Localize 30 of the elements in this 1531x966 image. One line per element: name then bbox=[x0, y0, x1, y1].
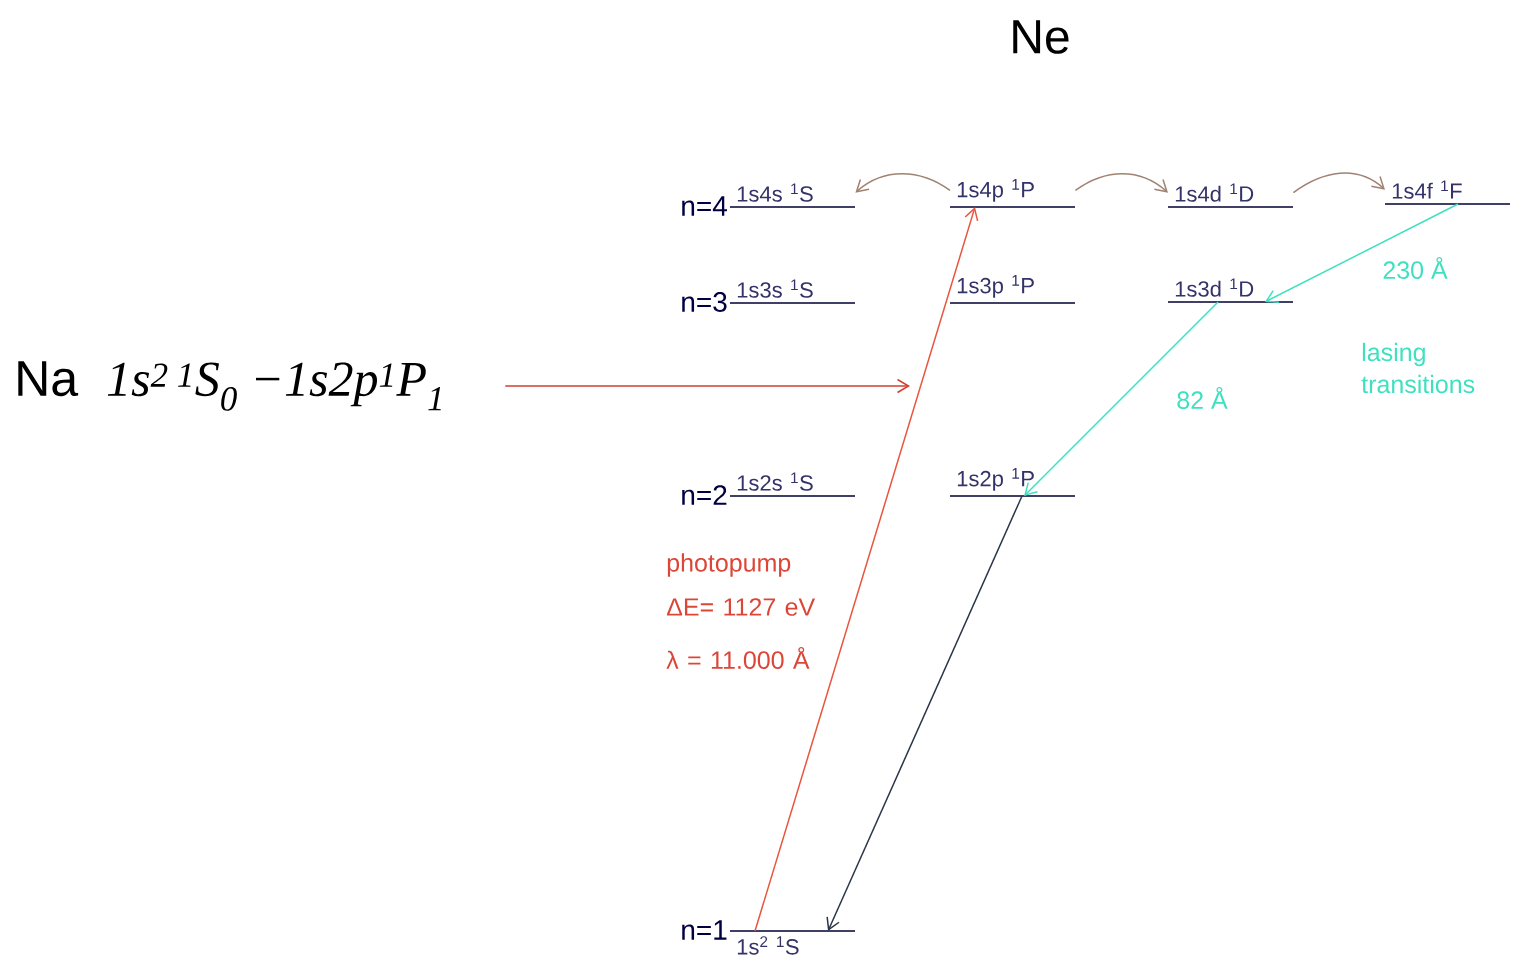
annotation-text: lasing transitions bbox=[1361, 342, 1475, 394]
annotation-text: ΔE= 1127 eV bbox=[666, 598, 816, 616]
arrow bbox=[1024, 301, 1219, 496]
edge-label: 82 Å bbox=[1174, 384, 1230, 412]
annotation-text: λ = 11.000 Å bbox=[666, 646, 810, 670]
formula-text: Na 1s$^{2 1}$S$_{0}$ −1s2p$^{1}$P$_{1}$ bbox=[18, 361, 441, 411]
energy-level: 1s4f $^{1}$F bbox=[1384, 180, 1511, 205]
curved-arrow bbox=[855, 173, 951, 193]
annotation-text: photopump bbox=[667, 553, 791, 577]
energy-level: 1s4d $^{1}$D bbox=[1167, 183, 1294, 208]
energy-level: 1s3s $^{1}$S bbox=[729, 279, 856, 304]
energy-level: 1s2p $^{1}$P bbox=[949, 468, 1076, 497]
energy-level: 1s4p $^{1}$P bbox=[949, 179, 1076, 208]
arrow bbox=[1265, 203, 1459, 303]
level-label: n=4 bbox=[682, 196, 727, 216]
level-label: n=1 bbox=[682, 920, 727, 940]
title: Ne bbox=[1013, 20, 1069, 54]
arrow bbox=[754, 207, 979, 932]
curved-arrow bbox=[1074, 173, 1168, 193]
energy-level: 1s3p $^{1}$P bbox=[949, 275, 1076, 304]
energy-level: 1s$^{2 1}$S bbox=[729, 930, 856, 955]
level-label: n=2 bbox=[682, 485, 727, 505]
energy-level: 1s4s $^{1}$S bbox=[729, 183, 856, 208]
level-label: n=3 bbox=[682, 292, 727, 312]
arrow bbox=[504, 378, 910, 394]
curved-arrow bbox=[1292, 172, 1385, 194]
arrow bbox=[826, 495, 1023, 931]
energy-level: 1s3d $^{1}$D bbox=[1167, 278, 1294, 303]
energy-level: 1s2s $^{1}$S bbox=[729, 472, 856, 497]
edge-label: 230 Å bbox=[1380, 254, 1450, 282]
